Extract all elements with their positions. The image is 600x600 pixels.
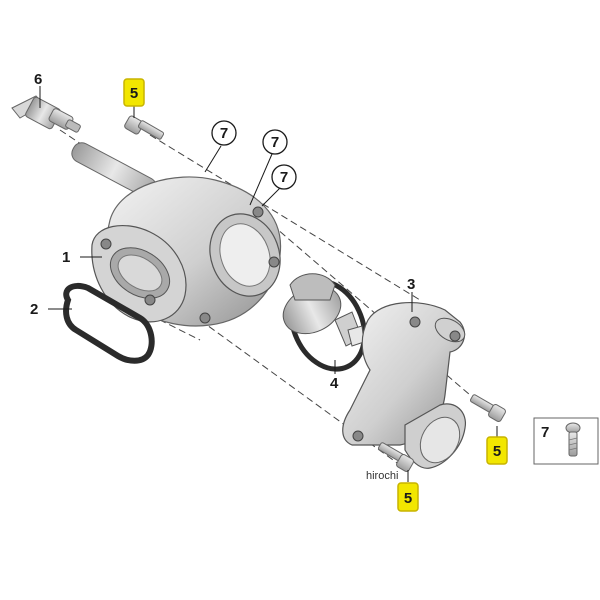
bolt-part-5-bottom: [377, 442, 414, 472]
highlighted-label-5-top: 5: [123, 78, 145, 107]
legend-part-7: 7: [533, 417, 599, 465]
screw-icon: [565, 422, 581, 457]
circled-label-7-a-text: 7: [220, 125, 228, 142]
outlet-cover-part-3: [342, 301, 467, 469]
callout-part-4: 4: [330, 375, 339, 392]
circled-label-7-c-text: 7: [280, 169, 288, 186]
circled-label-7-a: 7: [211, 120, 237, 146]
highlighted-label-5-right-text: 5: [493, 443, 501, 460]
callout-part-2: 2: [30, 301, 38, 318]
callout-part-1: 1: [62, 249, 70, 266]
highlighted-label-5-bottom: 5: [397, 482, 419, 512]
bolt-part-5-right: [469, 394, 506, 422]
sensor-part-6: [11, 95, 81, 133]
watermark-text: hirochi: [366, 470, 398, 482]
bolt-part-5-top: [124, 115, 165, 140]
highlighted-label-5-bottom-text: 5: [404, 490, 412, 507]
callout-part-3: 3: [407, 276, 415, 293]
highlighted-label-5-top-text: 5: [130, 85, 138, 102]
circled-label-7-c: 7: [271, 164, 297, 190]
circled-label-7-b-text: 7: [271, 134, 279, 151]
gasket-part-2: [63, 282, 155, 364]
legend-part-7-number: 7: [541, 424, 549, 441]
thermostat-part-4: [282, 273, 367, 372]
circled-label-7-b: 7: [262, 129, 288, 155]
highlighted-label-5-right: 5: [486, 436, 508, 465]
callout-part-6: 6: [34, 71, 42, 88]
leader-lines: [39, 86, 498, 482]
thermostat-housing-part-1: [71, 142, 282, 327]
